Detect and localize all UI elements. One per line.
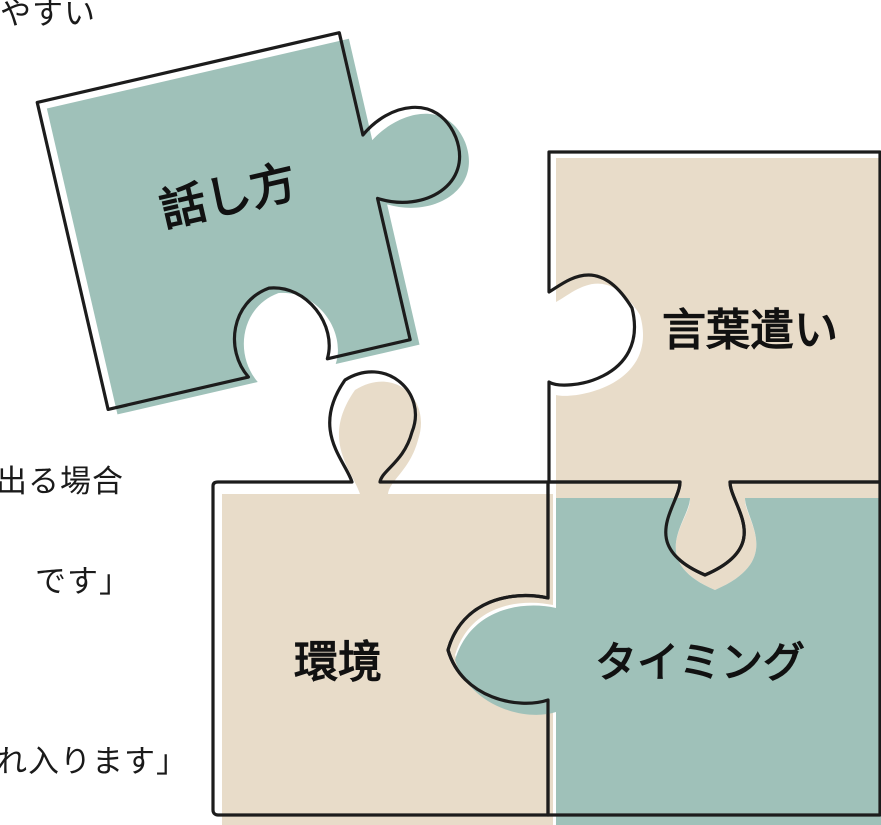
puzzle-piece-speaking: 話し方 — [35, 31, 469, 415]
background-text-top: やすい — [0, 0, 96, 32]
background-text-1: 出る場合 — [0, 464, 124, 500]
puzzle-piece-environment-shadow — [222, 381, 553, 825]
background-text-2: です」 — [35, 564, 131, 600]
piece-label-wording: 言葉遣い — [662, 305, 838, 356]
puzzle-piece-timing: タイミング — [446, 480, 881, 825]
background-text-3: れ入ります」 — [0, 744, 188, 780]
puzzle-piece-timing-outline — [446, 480, 881, 817]
puzzle-piece-timing-shadow — [455, 498, 881, 825]
piece-label-environment: 環境 — [294, 637, 382, 688]
puzzle-piece-speaking-shadow — [46, 38, 469, 415]
piece-label-timing: タイミング — [595, 638, 805, 687]
puzzle-piece-speaking-outline — [35, 31, 462, 411]
